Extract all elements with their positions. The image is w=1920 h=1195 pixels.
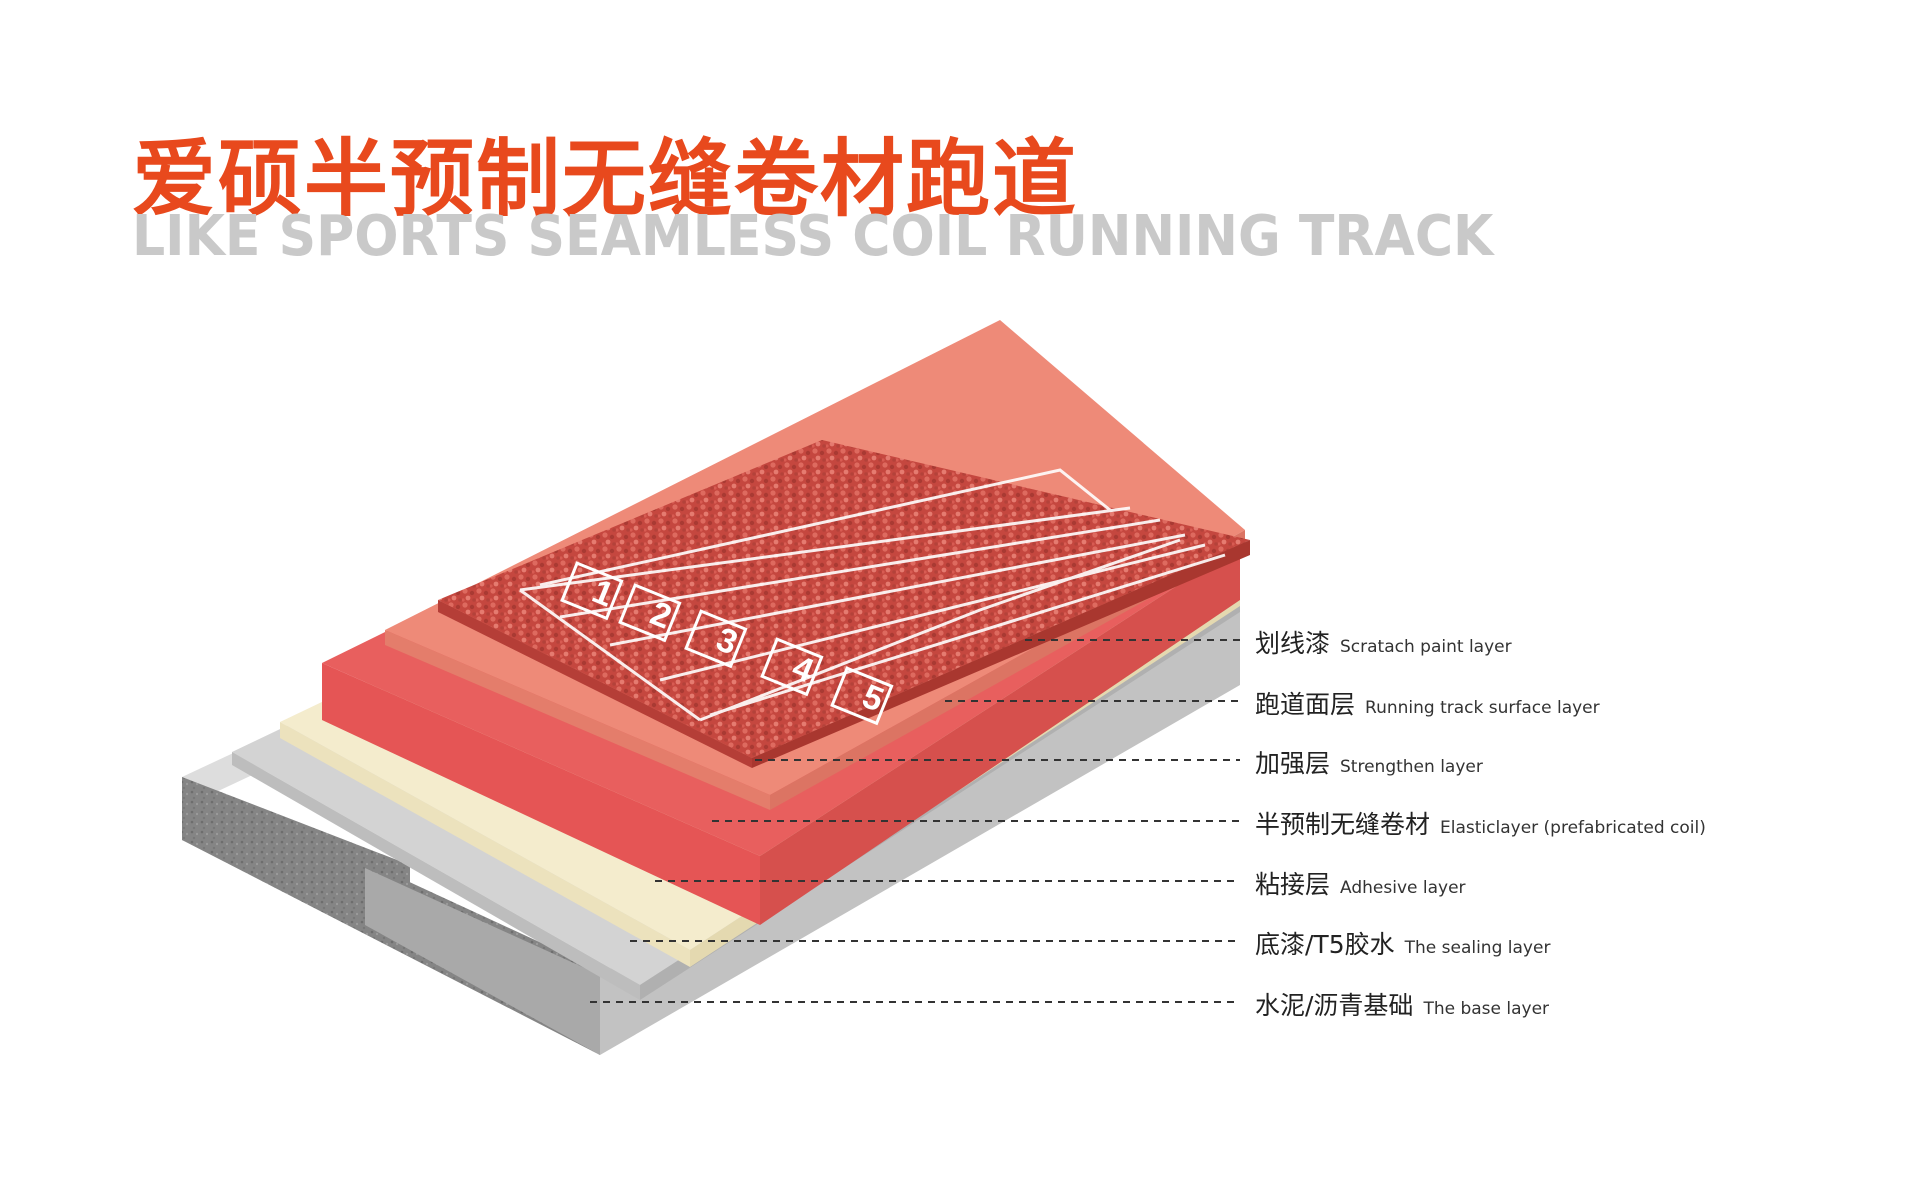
layer-label-cn: 粘接层 xyxy=(1255,870,1331,899)
lane-box xyxy=(684,609,748,669)
layer-label-cn: 跑道面层 xyxy=(1255,690,1356,719)
layer-label-adhesive: 粘接层 Adhesive layer xyxy=(1255,865,1466,901)
layer-label-cn: 加强层 xyxy=(1255,749,1331,778)
layer-label-en: Adhesive layer xyxy=(1340,878,1466,898)
layer-label-en: Elasticlayer (prefabricated coil) xyxy=(1440,818,1706,838)
lane-box xyxy=(830,666,894,726)
layer-label-cn: 划线漆 xyxy=(1255,629,1331,658)
layer-label-cn: 水泥/沥青基础 xyxy=(1255,991,1414,1020)
lane-box xyxy=(760,637,824,697)
layer-label-surface: 跑道面层 Running track surface layer xyxy=(1255,685,1600,721)
layer-label-en: Strengthen layer xyxy=(1340,757,1483,777)
leader-lines xyxy=(590,639,1240,1003)
layer-label-strengthen: 加强层 Strengthen layer xyxy=(1255,744,1483,780)
layer-label-scratch-paint: 划线漆 Scratach paint layer xyxy=(1255,624,1512,660)
layer-label-cn: 半预制无缝卷材 xyxy=(1255,810,1431,839)
layer-label-base: 水泥/沥青基础 The base layer xyxy=(1255,986,1549,1022)
layer-label-elastic: 半预制无缝卷材 Elasticlayer (prefabricated coil) xyxy=(1255,805,1706,841)
surface-layer xyxy=(438,440,1250,768)
page-title-en: LIKE SPORTS SEAMLESS COIL RUNNING TRACK xyxy=(132,204,1494,269)
page-title-cn: 爱硕半预制无缝卷材跑道 xyxy=(132,130,1079,228)
layer-label-en: The sealing layer xyxy=(1404,938,1551,958)
layer-label-en: Running track surface layer xyxy=(1365,698,1600,718)
lane-box xyxy=(560,561,624,621)
layer-label-en: Scratach paint layer xyxy=(1340,637,1512,657)
layer-label-cn: 底漆/T5胶水 xyxy=(1255,930,1395,959)
layer-label-sealing: 底漆/T5胶水 The sealing layer xyxy=(1255,925,1550,961)
lane-box xyxy=(618,583,682,643)
layer-label-en: The base layer xyxy=(1423,999,1550,1019)
